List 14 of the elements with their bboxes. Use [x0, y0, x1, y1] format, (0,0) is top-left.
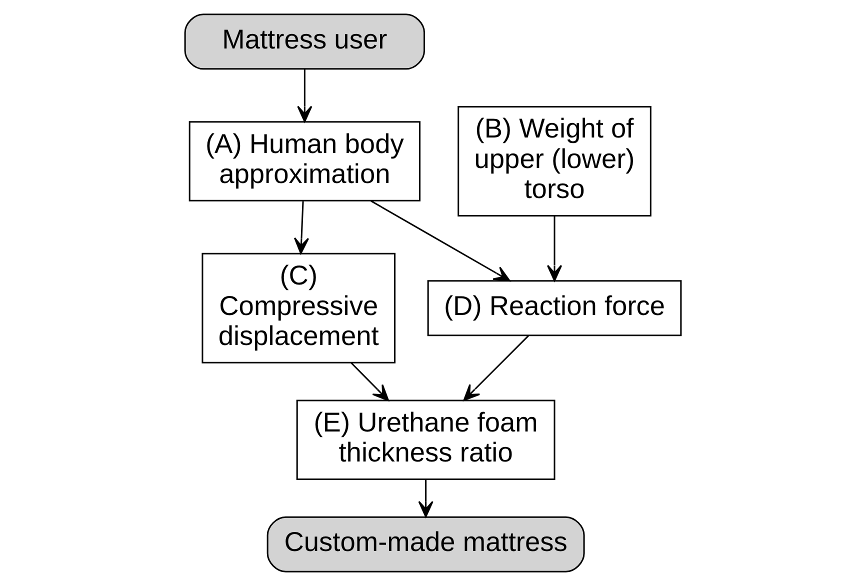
node-box: Custom-made mattress — [266, 516, 585, 572]
arrow — [297, 69, 312, 122]
node-box: (E) Urethane foam thickness ratio — [296, 400, 556, 480]
arrow — [370, 200, 510, 282]
arrow — [294, 201, 310, 254]
node-box: (D) Reaction force — [427, 280, 682, 336]
node-box: (B) Weight of upper (lower) torso — [458, 106, 652, 217]
arrow — [546, 216, 562, 282]
node-box: (A) Human body approximation — [188, 121, 420, 202]
node-box: Mattress user — [184, 14, 426, 70]
arrow — [350, 362, 389, 402]
arrow — [418, 480, 434, 518]
arrow — [463, 335, 529, 401]
node-box: (C) Compressive displacement — [202, 252, 396, 364]
